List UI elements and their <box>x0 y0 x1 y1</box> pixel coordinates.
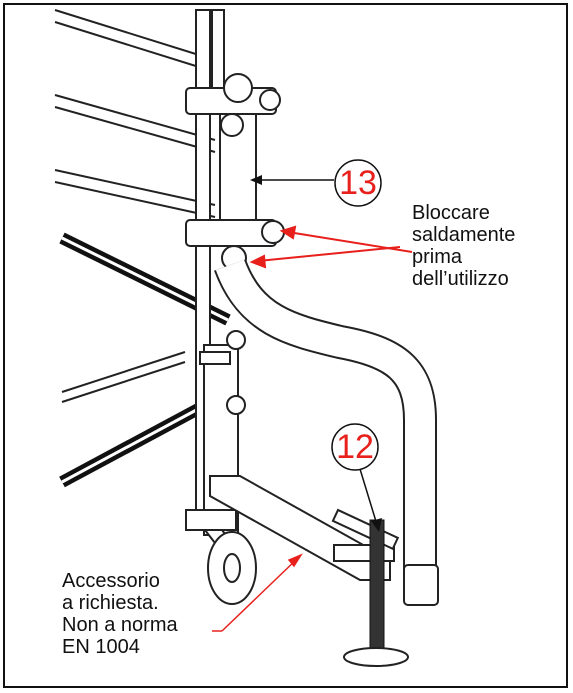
accessory-note: Accessorio a richiesta. Non a norma EN 1… <box>62 570 178 658</box>
accessory-leader <box>212 553 303 632</box>
ledger-braces <box>54 9 216 218</box>
base-jack-screw <box>343 519 409 667</box>
figure-frame <box>3 3 568 688</box>
callout-12-number: 12 <box>336 428 374 466</box>
lock-arrows <box>249 225 413 269</box>
callout-13-number: 13 <box>339 164 377 202</box>
callout-13 <box>250 159 382 207</box>
locking-pins <box>199 330 246 415</box>
clamp-upper <box>185 73 281 137</box>
callout-12 <box>331 423 382 532</box>
outrigger-tube <box>214 258 439 606</box>
lock-instruction-note: Bloccare saldamente prima dell’utilizzo <box>412 202 516 290</box>
castor-wheel <box>185 509 257 605</box>
